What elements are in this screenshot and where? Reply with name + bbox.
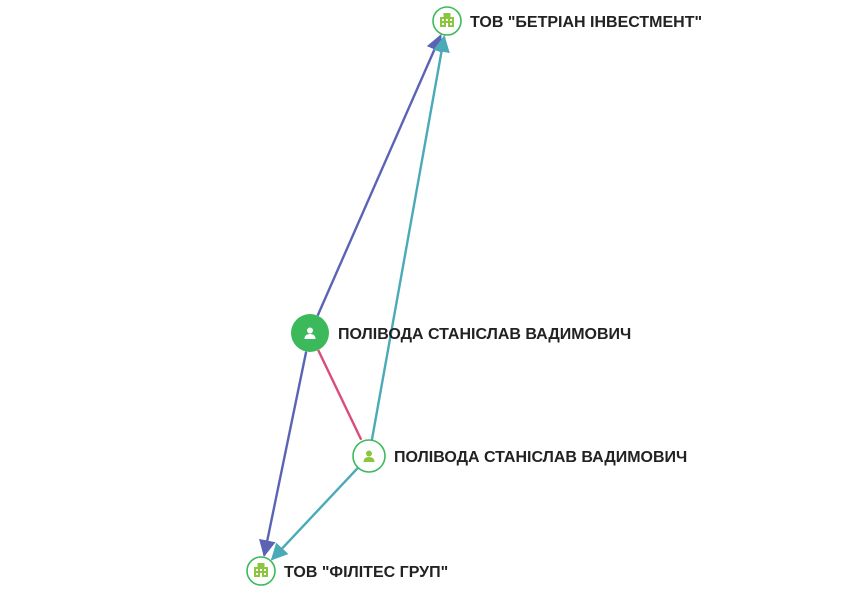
edge-person-main-to-person-second[interactable] — [317, 349, 363, 441]
nodes-layer: ТОВ "БЕТРІАН ІНВЕСТМЕНТ" ПОЛІВОДА СТАНІСЛ… — [246, 6, 702, 586]
node-label: ТОВ "ФІЛІТЕС ГРУП" — [284, 564, 448, 581]
node-label: ПОЛІВОДА СТАНІСЛАВ ВАДИМОВИЧ — [394, 449, 687, 466]
edge-person-second-to-company-filites[interactable] — [270, 466, 359, 561]
node-person-main[interactable]: ПОЛІВОДА СТАНІСЛАВ ВАДИМОВИЧ — [291, 314, 631, 352]
node-company-betrian[interactable]: ТОВ "БЕТРІАН ІНВЕСТМЕНТ" — [432, 6, 702, 36]
node-label: ТОВ "БЕТРІАН ІНВЕСТМЕНТ" — [470, 14, 702, 31]
building-icon — [254, 563, 268, 577]
edge-person-second-to-company-betrian[interactable] — [370, 35, 450, 441]
edges-layer — [259, 34, 450, 561]
node-company-filites[interactable]: ТОВ "ФІЛІТЕС ГРУП" — [246, 556, 448, 586]
person-icon — [363, 450, 375, 462]
edge-person-main-to-company-filites[interactable] — [259, 351, 308, 557]
edge-person-main-to-company-betrian[interactable] — [316, 34, 443, 317]
building-icon — [440, 13, 454, 27]
node-label: ПОЛІВОДА СТАНІСЛАВ ВАДИМОВИЧ — [338, 326, 631, 343]
node-person-second[interactable]: ПОЛІВОДА СТАНІСЛАВ ВАДИМОВИЧ — [352, 439, 687, 473]
person-icon — [304, 327, 316, 339]
